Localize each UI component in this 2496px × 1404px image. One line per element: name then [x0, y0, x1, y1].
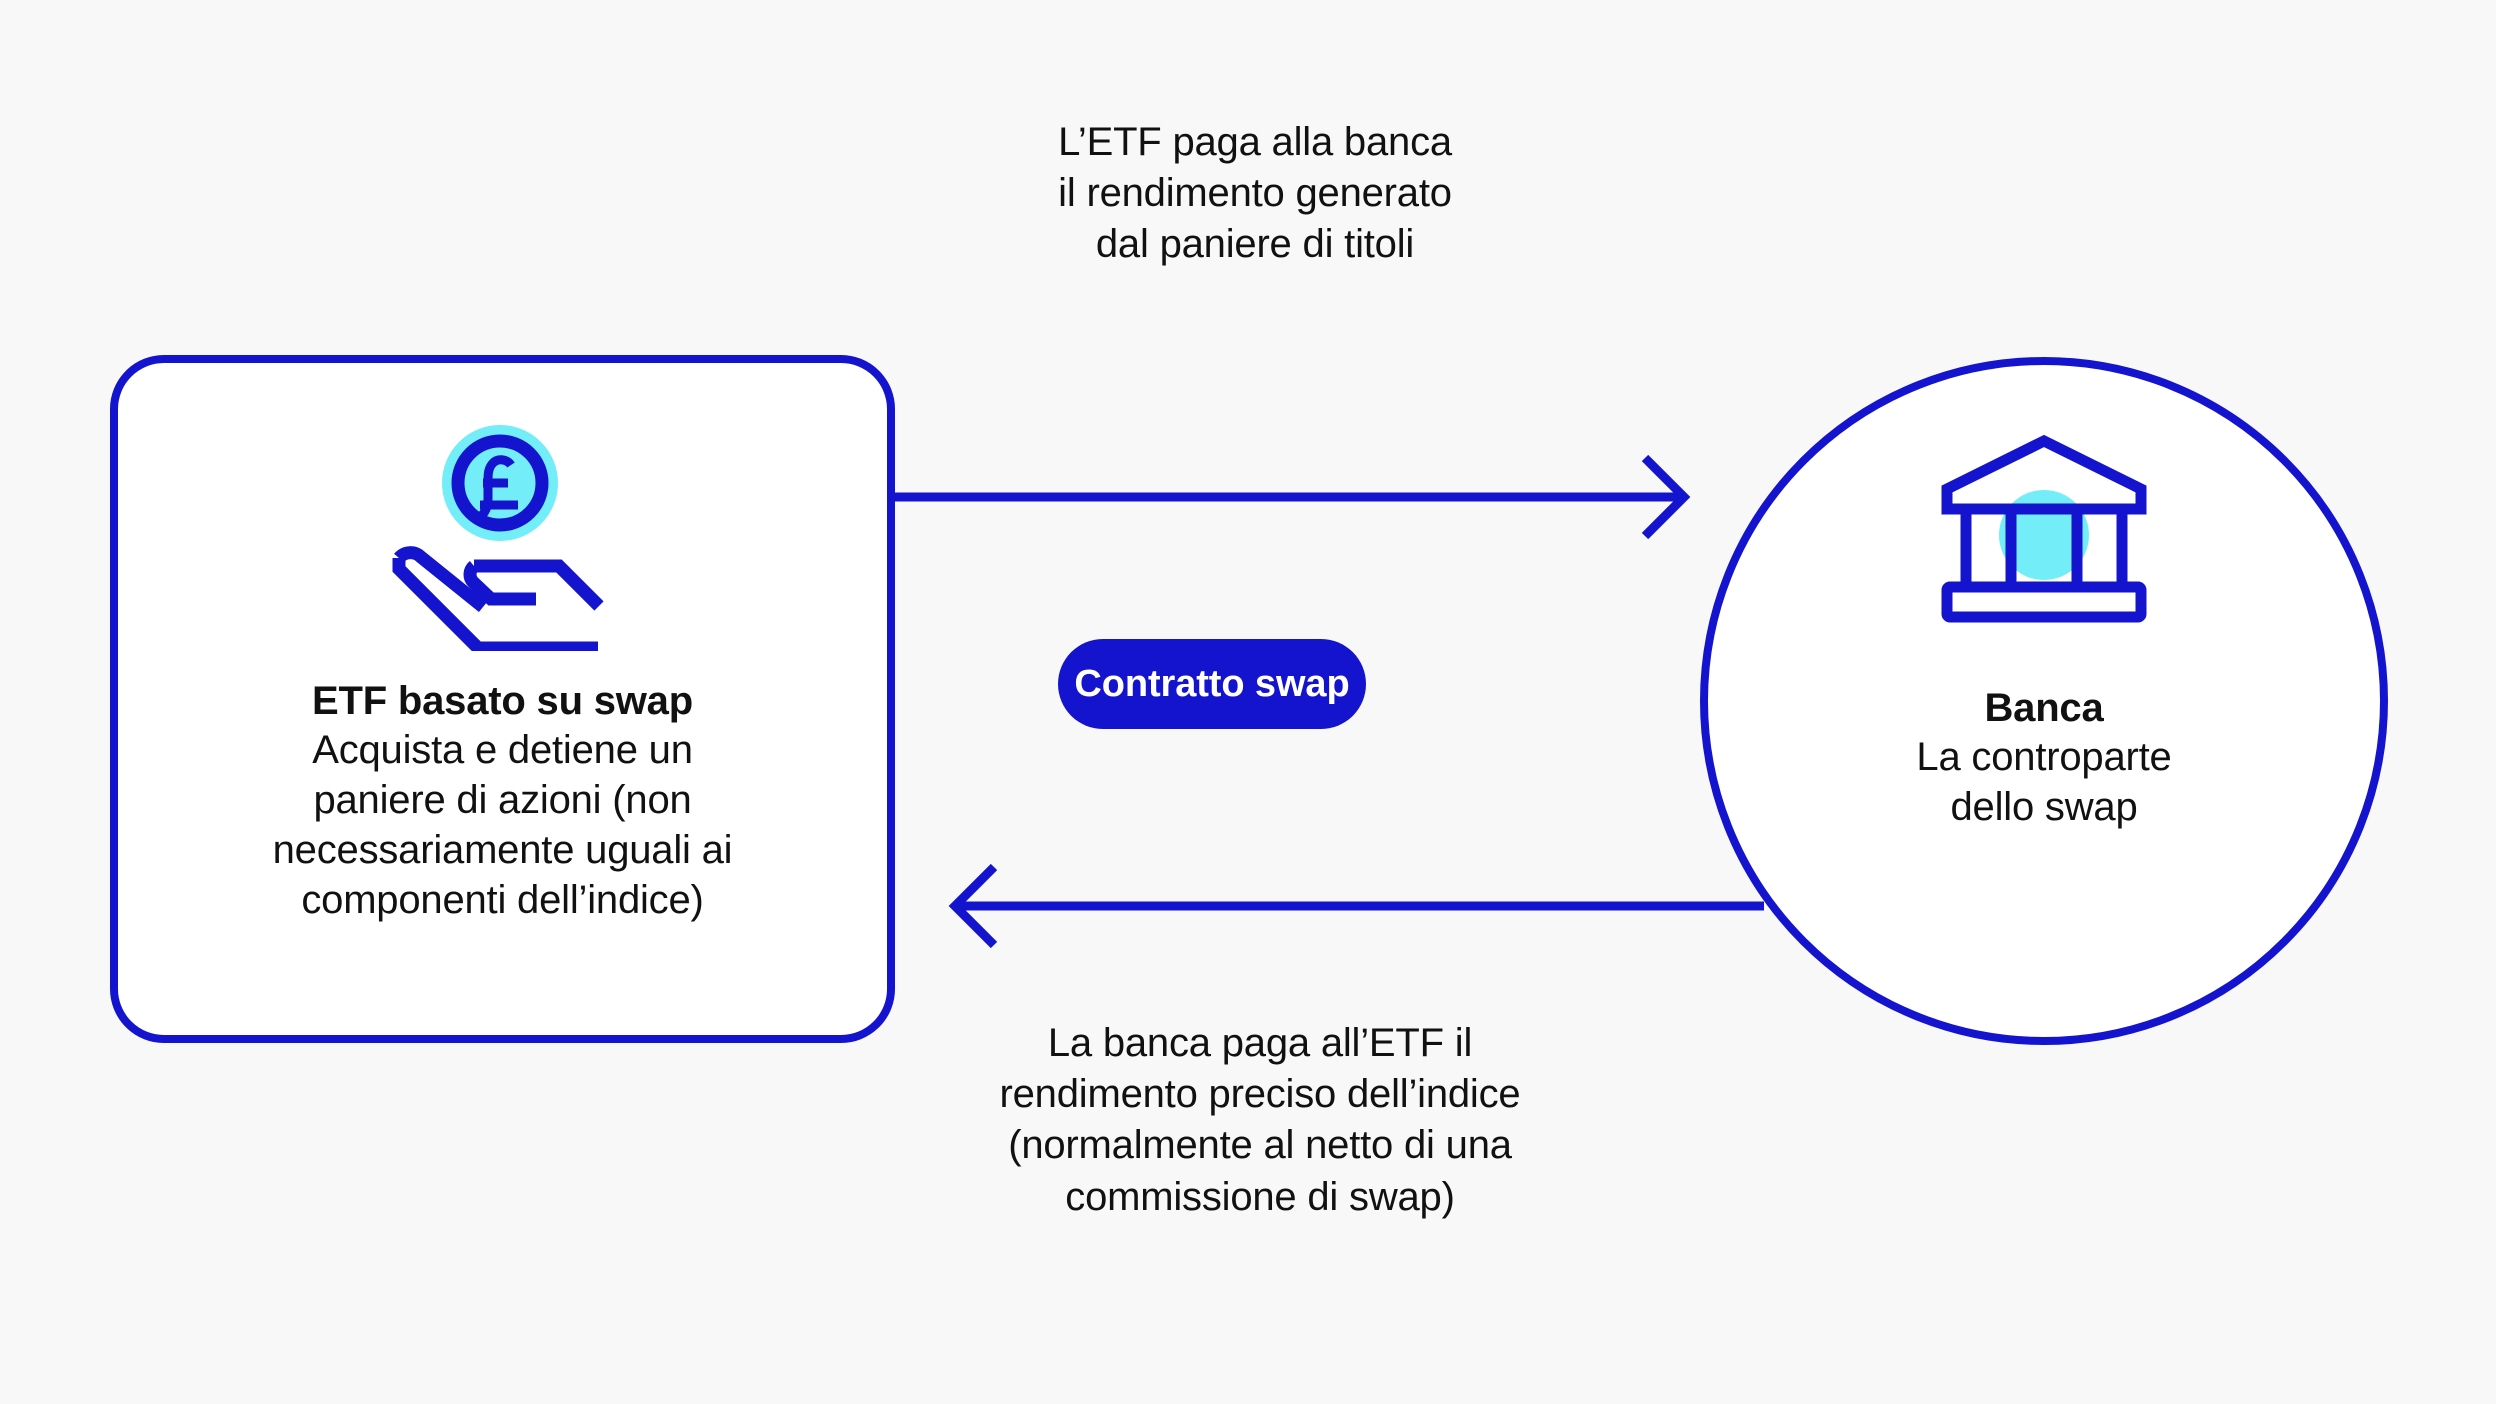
arrow-bank-to-etf: [948, 863, 1764, 949]
open-hand-icon: [392, 546, 604, 651]
edge-label-etf-to-bank: L’ETF paga alla banca il rendimento gene…: [930, 117, 1580, 271]
etf-node-title: ETF basato su swap: [312, 679, 693, 723]
bank-node-title: Banca: [1984, 686, 2104, 730]
pound-symbol-icon: [476, 455, 518, 521]
bank-node-desc-line: La controparte: [1916, 735, 2172, 780]
edge-label-bank-to-etf: La banca paga all’ETF il rendimento prec…: [890, 1018, 1630, 1223]
edge-label-line: commissione di swap): [1065, 1174, 1455, 1219]
edge-label-line: il rendimento generato: [1058, 171, 1452, 216]
bank-base: [1941, 581, 2147, 623]
hand-holding-pound-coin-icon: [392, 425, 604, 651]
etf-node-desc-line: Acquista e detiene un: [312, 728, 693, 773]
bank-node: Banca La controparte dello swap: [1700, 357, 2388, 1045]
bank-columns: [1960, 513, 2128, 583]
etf-node-desc-line: paniere di azioni (non: [313, 778, 692, 823]
arrowhead-left: [948, 863, 998, 949]
edge-label-line: rendimento preciso dell’indice: [999, 1072, 1521, 1117]
bank-pediment: [1941, 434, 2147, 515]
etf-node-desc-line: componenti dell’indice): [301, 878, 704, 923]
bank-node-desc-line: dello swap: [1950, 785, 2138, 830]
edge-label-line: (normalmente al netto di una: [1008, 1123, 1512, 1168]
edge-label-line: L’ETF paga alla banca: [1058, 120, 1452, 164]
bank-building-icon: [1941, 434, 2147, 623]
swap-contract-badge-label: Contratto swap: [1074, 662, 1350, 705]
swap-contract-badge: Contratto swap: [1058, 639, 1366, 729]
arrowhead-right: [1641, 454, 1691, 540]
edge-label-line: dal paniere di titoli: [1095, 222, 1415, 267]
coin-ring: [451, 434, 548, 532]
etf-node: ETF basato su swap Acquista e detiene un…: [110, 355, 895, 1043]
etf-node-text: ETF basato su swap Acquista e detiene un…: [118, 678, 887, 925]
arrow-etf-to-bank: [891, 454, 1691, 540]
edge-label-line: La banca paga all’ETF il: [1047, 1021, 1473, 1065]
etf-node-desc-line: necessariamente uguali ai: [272, 828, 733, 873]
bank-node-text: Banca La controparte dello swap: [1708, 685, 2380, 832]
